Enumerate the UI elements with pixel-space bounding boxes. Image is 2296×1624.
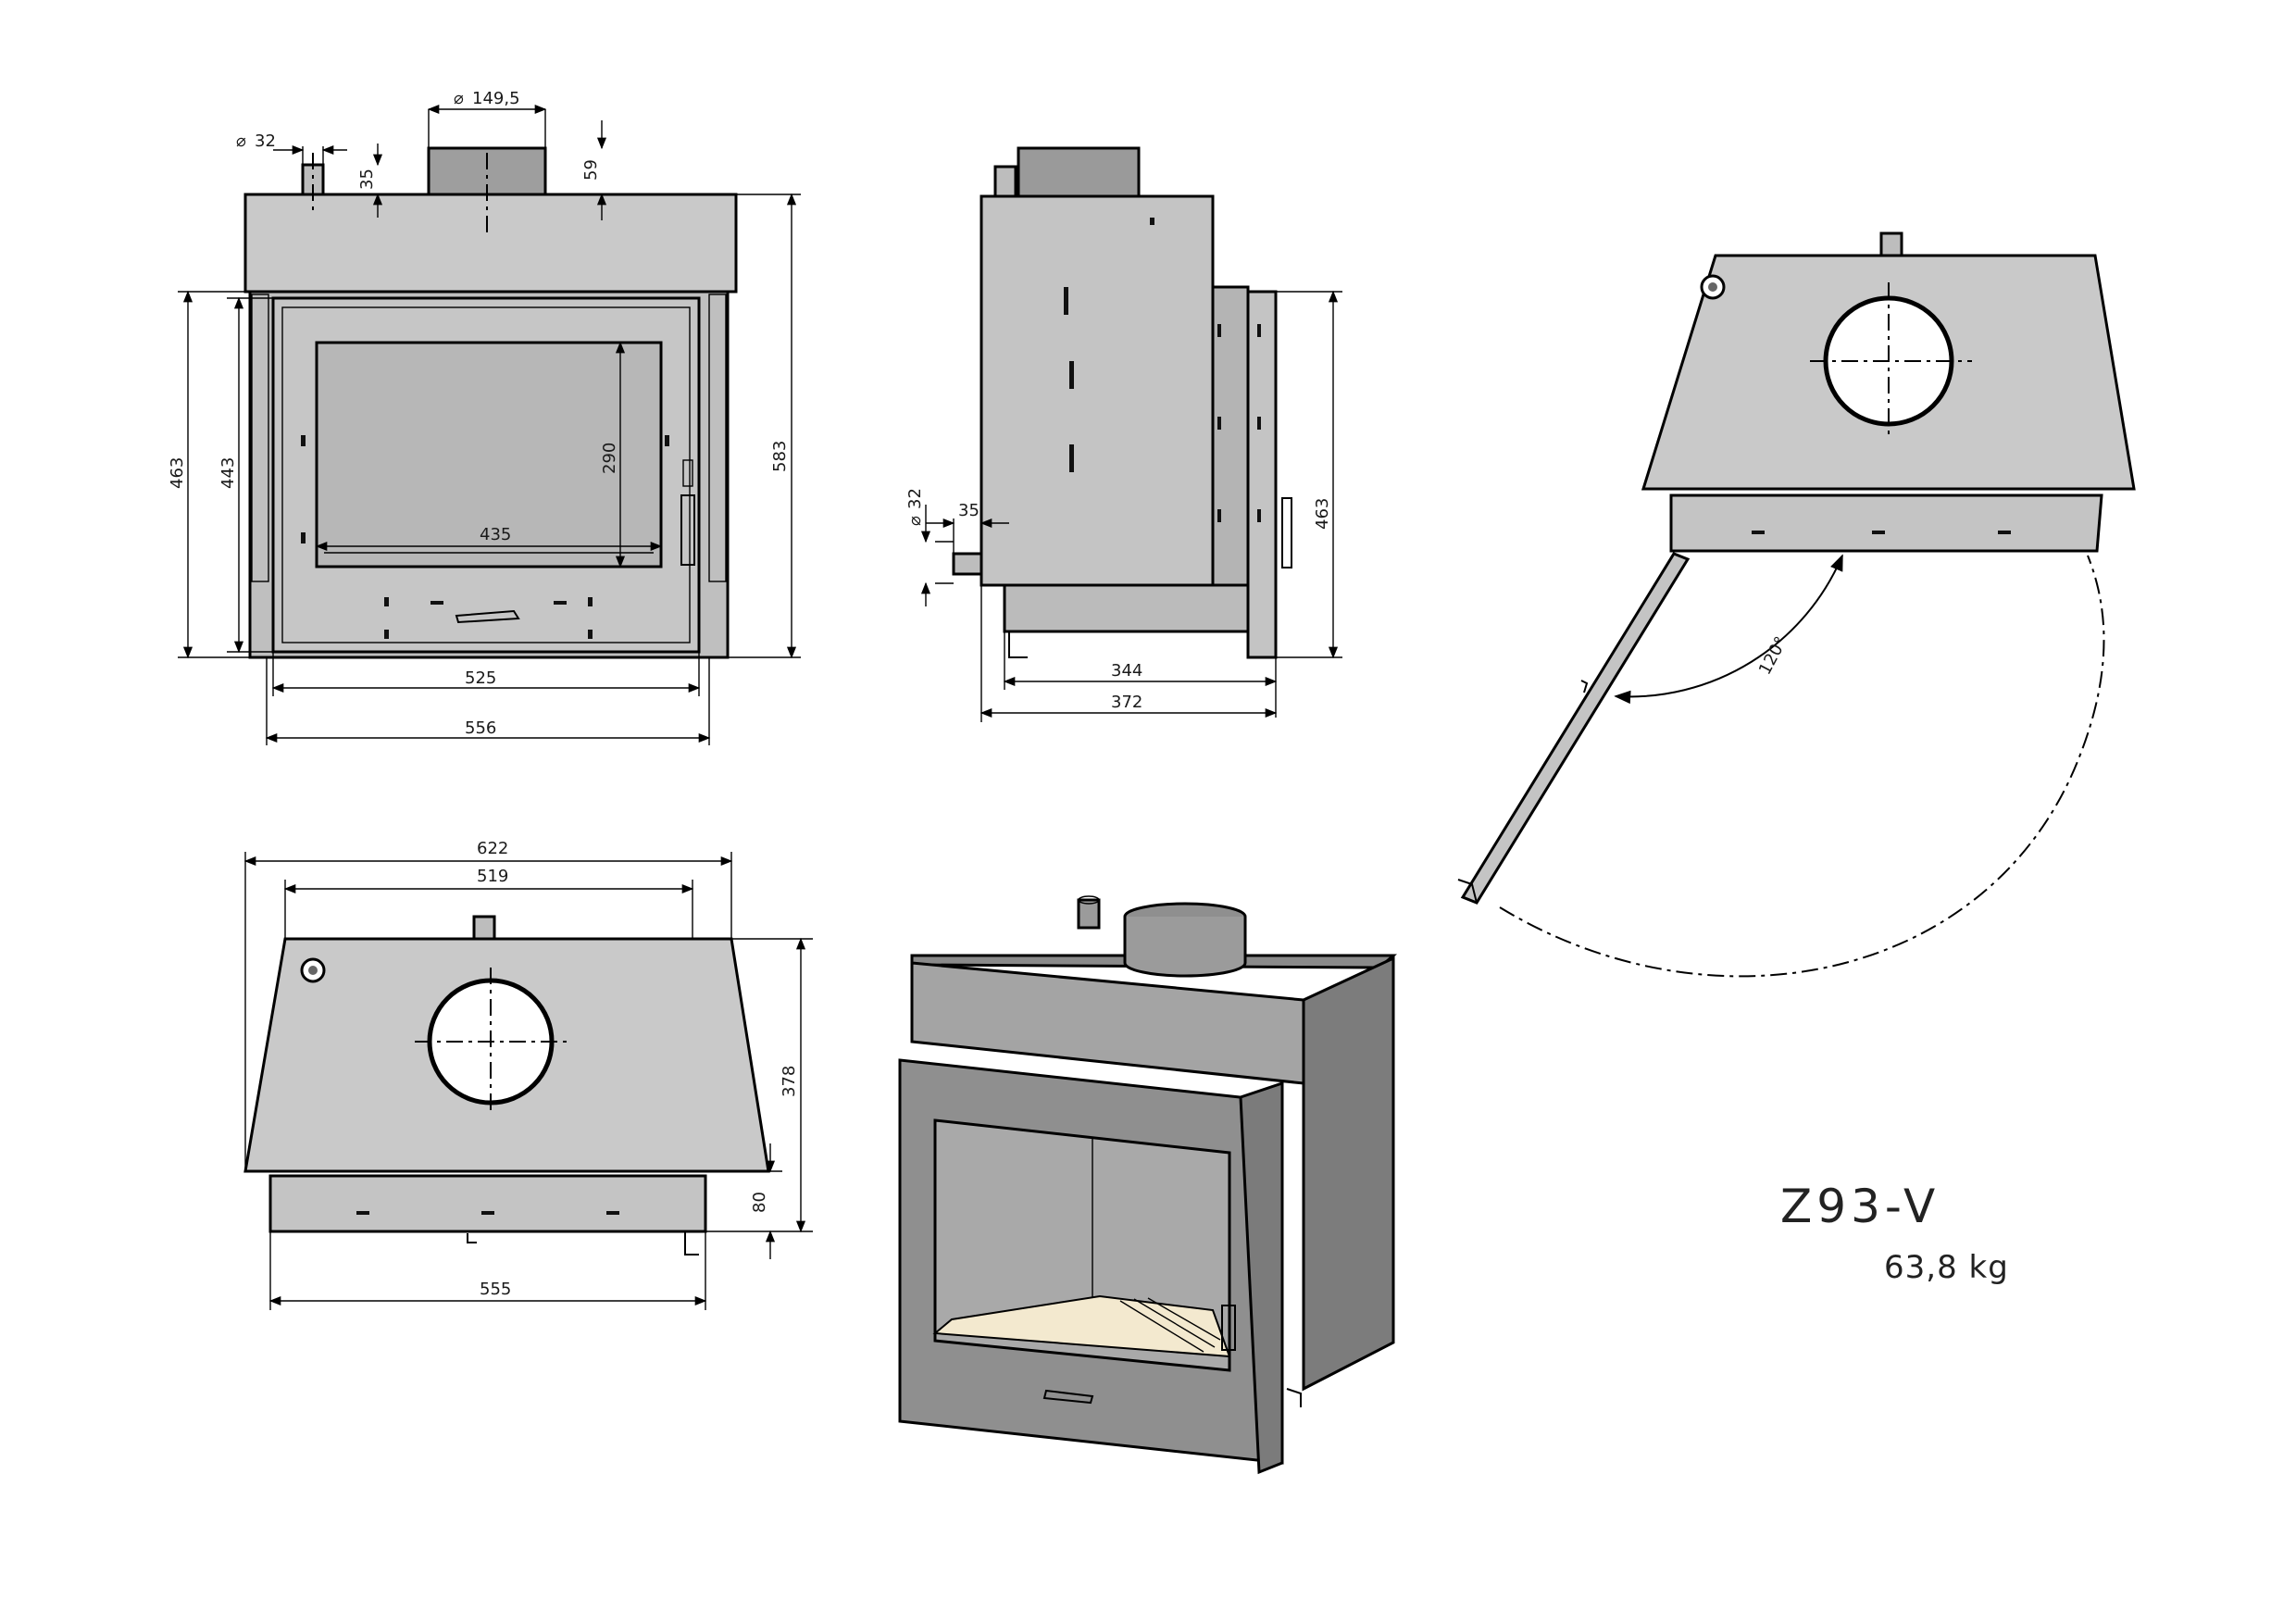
swing-open-door bbox=[1460, 552, 1691, 905]
swing-small-pipe bbox=[1879, 231, 1903, 257]
side-body bbox=[980, 194, 1215, 587]
top-slots bbox=[356, 1211, 619, 1215]
model-weight: 63,8 kg bbox=[1884, 1249, 2009, 1286]
iso-top-box-front bbox=[910, 961, 1305, 1085]
iso-air-lever bbox=[1042, 1389, 1094, 1405]
right-side-strip bbox=[708, 294, 727, 582]
side-dim-depth-total: 372 bbox=[1111, 693, 1142, 712]
side-lower-body bbox=[1003, 583, 1252, 633]
dim-overall-height: 583 bbox=[770, 441, 790, 472]
front-slots bbox=[301, 435, 669, 639]
front-view: ⌀ 149,5 ⌀ 32 35 59 583 463 443 290 435 bbox=[168, 89, 801, 745]
door-inner-edge bbox=[281, 306, 691, 643]
side-dim-depth-inner: 344 bbox=[1111, 661, 1142, 681]
swing-slots bbox=[1752, 531, 2011, 534]
iso-flue-collar bbox=[1123, 917, 1247, 978]
side-slots bbox=[1064, 218, 1261, 522]
dim-small-pipe-height: 35 bbox=[357, 169, 377, 190]
iso-handle bbox=[1221, 1305, 1236, 1351]
dim-body-height: 463 bbox=[168, 457, 187, 489]
air-lever bbox=[455, 609, 520, 624]
top-small-pipe bbox=[472, 915, 496, 941]
iso-small-pipe bbox=[1077, 898, 1101, 930]
side-dim-front-height: 463 bbox=[1313, 498, 1332, 530]
side-handle bbox=[1281, 497, 1292, 568]
door-glass bbox=[315, 341, 663, 568]
side-dim-pipe-diameter: 32 bbox=[905, 488, 925, 509]
door-hinge bbox=[682, 459, 693, 487]
dim-door-width: 525 bbox=[465, 668, 496, 688]
dim-glass-height: 290 bbox=[600, 443, 619, 474]
top-view: 622 519 378 80 555 bbox=[243, 839, 813, 1310]
isometric-view bbox=[898, 895, 1398, 1475]
side-dim-pipe-length: 35 bbox=[958, 501, 980, 520]
top-dim-front-offset: 80 bbox=[750, 1192, 769, 1213]
side-small-pipe bbox=[993, 165, 1017, 198]
top-dim-depth: 378 bbox=[780, 1066, 799, 1097]
model-name: Z93-V bbox=[1780, 1180, 1940, 1233]
side-pipe-stub bbox=[952, 552, 983, 576]
door-handle bbox=[680, 494, 695, 566]
dim-flue-height: 59 bbox=[581, 159, 601, 181]
dim-flue-diameter-symbol: ⌀ bbox=[454, 89, 464, 108]
iso-grate bbox=[1119, 1297, 1221, 1353]
side-door-plate bbox=[1246, 290, 1278, 659]
iso-door-side bbox=[1239, 1081, 1284, 1475]
side-flue-collar bbox=[1017, 146, 1141, 198]
top-convection-box bbox=[243, 193, 738, 294]
door-swing-view: 120° bbox=[1457, 231, 2136, 978]
dim-flue-diameter: 149,5 bbox=[472, 89, 520, 108]
swing-body-below bbox=[1669, 493, 2103, 553]
top-dim-width: 622 bbox=[477, 839, 508, 858]
dim-body-width: 556 bbox=[465, 718, 496, 738]
side-dim-pipe-diameter-symbol: ⌀ bbox=[905, 516, 925, 526]
top-dim-bottom-width: 555 bbox=[480, 1280, 511, 1299]
dim-small-pipe-diameter: 32 bbox=[255, 131, 276, 151]
dim-small-pipe-diameter-symbol: ⌀ bbox=[236, 131, 246, 151]
dim-door-height: 443 bbox=[218, 457, 238, 489]
dim-glass-width: 435 bbox=[480, 525, 511, 544]
side-view: ⌀ 32 35 463 344 372 bbox=[905, 146, 1342, 722]
left-side-strip bbox=[251, 294, 269, 582]
top-body-below bbox=[268, 1174, 707, 1233]
side-foot bbox=[1008, 631, 1028, 658]
iso-right-side bbox=[1302, 956, 1395, 1392]
top-dim-width-inner: 519 bbox=[477, 867, 508, 886]
